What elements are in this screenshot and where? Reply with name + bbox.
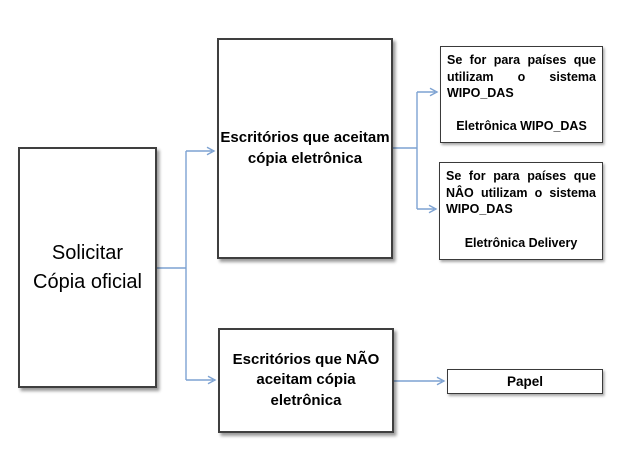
node-wipo-das: Se for para países que utilizam o sistem… xyxy=(440,46,603,143)
arrowhead-to-not-accept-icon xyxy=(207,375,217,385)
node-solicitar-copia-oficial: Solicitar Cópia oficial xyxy=(18,147,157,388)
arrowhead-to-paper-icon xyxy=(436,376,446,386)
node-wipo-das-result: Eletrônica WIPO_DAS xyxy=(456,118,587,133)
connector-accept-branch xyxy=(393,91,435,210)
arrowhead-to-no-das-icon xyxy=(428,204,438,214)
connector-root-branch xyxy=(157,150,213,381)
node-escritorios-nao-aceitam-label: Escritórios que NÃO aceitam cópia eletrô… xyxy=(232,351,380,409)
node-no-wipo-das-condition: Se for para países que NÂO utilizam o si… xyxy=(446,169,596,216)
node-papel: Papel xyxy=(447,369,603,394)
node-wipo-das-condition: Se for para países que utilizam o sistem… xyxy=(447,53,596,100)
node-solicitar-label: Solicitar Cópia oficial xyxy=(33,241,142,293)
node-escritorios-aceitam: Escritórios que aceitam cópia eletrônica xyxy=(217,38,393,259)
node-no-wipo-das-result: Eletrônica Delivery xyxy=(464,235,578,250)
node-escritorios-nao-aceitam: Escritórios que NÃO aceitam cópia eletrô… xyxy=(218,328,394,433)
arrowhead-to-accept-icon xyxy=(206,146,216,156)
node-no-wipo-das: Se for para países que NÂO utilizam o si… xyxy=(439,162,603,260)
node-escritorios-aceitam-label: Escritórios que aceitam cópia eletrônica xyxy=(220,129,390,167)
node-papel-label: Papel xyxy=(506,374,544,389)
arrowhead-to-das-icon xyxy=(429,87,439,97)
